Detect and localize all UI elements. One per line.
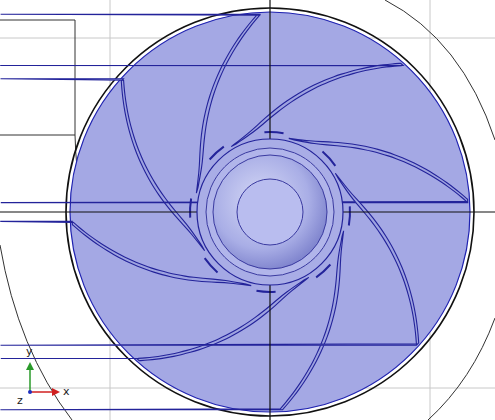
blade-leading-edge xyxy=(256,291,275,292)
blade-leading-edge xyxy=(264,132,283,133)
impeller-blade xyxy=(0,63,403,146)
impeller-blade xyxy=(0,79,204,251)
hub-ring xyxy=(206,148,334,276)
x-axis-head xyxy=(52,388,60,396)
hub xyxy=(197,139,343,285)
hub-body xyxy=(213,155,327,269)
axis-label: y xyxy=(26,346,33,358)
hub-ring xyxy=(197,139,343,285)
blade-leading-edge xyxy=(349,206,350,225)
y-axis-head xyxy=(26,362,34,370)
axis-label: x xyxy=(63,386,70,398)
casing-outline xyxy=(428,318,495,420)
z-axis-dot xyxy=(28,390,32,394)
axis-label: z xyxy=(17,395,23,407)
inlet-outline xyxy=(0,20,75,135)
impeller-blade xyxy=(1,277,309,360)
blade-leading-edge xyxy=(190,198,191,217)
hub-bore xyxy=(237,179,303,245)
axis-triad xyxy=(26,362,60,396)
casing-outline xyxy=(0,245,72,420)
